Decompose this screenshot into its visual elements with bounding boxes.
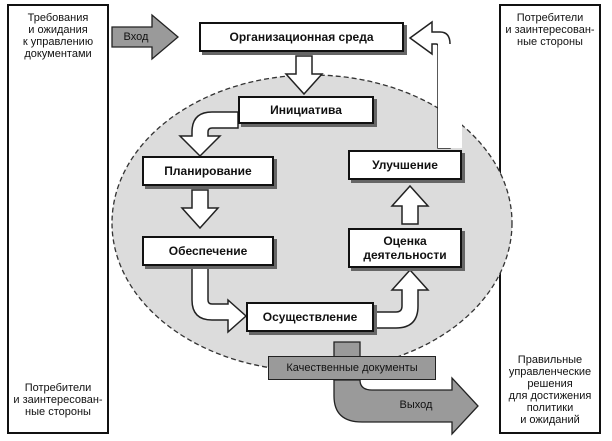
right-bottom-decisions-text: Правильные управленческие решения для до… (508, 354, 592, 426)
left-top-requirements-text: Требования и ожидания к управлению докум… (22, 12, 94, 60)
left-bottom-stakeholders-text: Потребители и заинтересован- ные стороны (13, 382, 103, 418)
planning-to-provision-arrow (180, 189, 220, 230)
initiative-box: Инициатива (238, 96, 374, 124)
planning-box: Планирование (142, 156, 274, 186)
implementation-to-evaluation-arrow (373, 268, 430, 329)
right-top-stakeholders-text: Потребители и заинтересован- ные стороны (505, 12, 595, 48)
org-to-initiative-arrow (284, 55, 324, 96)
right-column-frame (499, 4, 601, 434)
org-environment-box: Организационная среда (199, 22, 404, 52)
provision-box: Обеспечение (142, 236, 274, 266)
input-arrow (111, 13, 180, 61)
output-arrow (333, 376, 479, 436)
implementation-box: Осуществление (246, 302, 374, 332)
initiative-to-planning-arrow (178, 111, 239, 158)
quality-documents-box: Качественные документы (268, 356, 436, 380)
provision-to-implementation-arrow (191, 265, 248, 334)
improvement-box: Улучшение (348, 150, 462, 180)
left-column-frame (7, 4, 109, 434)
input-label: Вход (123, 31, 149, 43)
evaluation-to-improvement-arrow (390, 184, 430, 225)
evaluation-box: Оценка деятельности (348, 228, 462, 268)
output-label: Выход (399, 399, 433, 411)
